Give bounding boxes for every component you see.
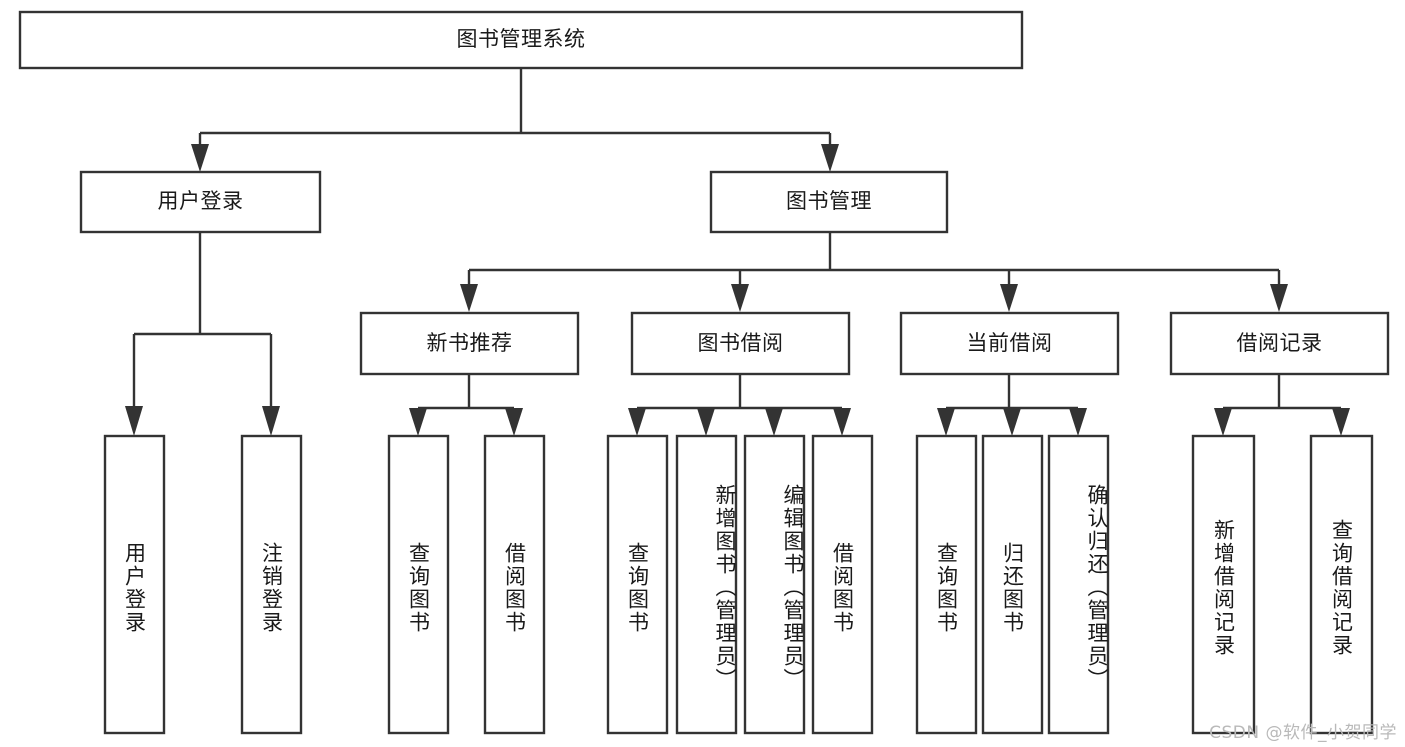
node-box-borrow-record[interactable] — [1169, 311, 1390, 376]
node-box-layer — [18, 10, 1390, 735]
arrow-to-user-login — [191, 144, 209, 172]
arrow-to-leaf-bb-add — [697, 408, 715, 436]
arrow-to-leaf-bb-query — [628, 408, 646, 436]
node-box-current-borrow[interactable] — [899, 311, 1120, 376]
node-box-user-login[interactable] — [79, 170, 322, 234]
node-box-new-book-recommend[interactable] — [359, 311, 580, 376]
arrow-to-book-borrow — [731, 284, 749, 312]
arrow-to-leaf-logout — [262, 406, 280, 436]
node-box-leaf-br-add[interactable] — [1191, 434, 1256, 735]
node-box-leaf-bb-borrow[interactable] — [811, 434, 874, 735]
node-box-leaf-cb-confirm[interactable] — [1047, 434, 1110, 735]
node-box-book-manage[interactable] — [709, 170, 949, 234]
node-box-leaf-nb-borrow[interactable] — [483, 434, 546, 735]
node-box-root[interactable] — [18, 10, 1024, 70]
node-box-leaf-nb-query[interactable] — [387, 434, 450, 735]
node-box-leaf-bb-query[interactable] — [606, 434, 669, 735]
arrow-to-leaf-cb-query — [937, 408, 955, 436]
arrow-to-leaf-cb-return — [1003, 408, 1021, 436]
arrow-to-leaf-cb-confirm — [1069, 408, 1087, 436]
arrow-to-leaf-user-login — [125, 406, 143, 436]
arrow-to-leaf-nb-query — [409, 408, 427, 436]
arrow-to-borrow-record — [1270, 284, 1288, 312]
node-box-leaf-user-login[interactable] — [103, 434, 166, 735]
node-box-leaf-bb-edit[interactable] — [743, 434, 806, 735]
node-box-leaf-logout[interactable] — [240, 434, 303, 735]
node-box-leaf-cb-return[interactable] — [981, 434, 1044, 735]
node-box-leaf-cb-query[interactable] — [915, 434, 978, 735]
arrow-to-leaf-br-query — [1332, 408, 1350, 436]
arrow-to-current-borrow — [1000, 284, 1018, 312]
arrow-to-leaf-bb-edit — [765, 408, 783, 436]
node-box-book-borrow[interactable] — [630, 311, 851, 376]
arrow-to-book-manage — [821, 144, 839, 172]
arrow-to-new-book — [460, 284, 478, 312]
node-box-leaf-bb-add[interactable] — [675, 434, 738, 735]
arrow-to-leaf-br-add — [1214, 408, 1232, 436]
arrow-to-leaf-bb-borrow — [833, 408, 851, 436]
watermark-text: CSDN @软件_小贺同学 — [1209, 723, 1397, 743]
node-box-leaf-br-query[interactable] — [1309, 434, 1374, 735]
connector-layer — [125, 68, 1350, 436]
arrow-to-leaf-nb-borrow — [505, 408, 523, 436]
